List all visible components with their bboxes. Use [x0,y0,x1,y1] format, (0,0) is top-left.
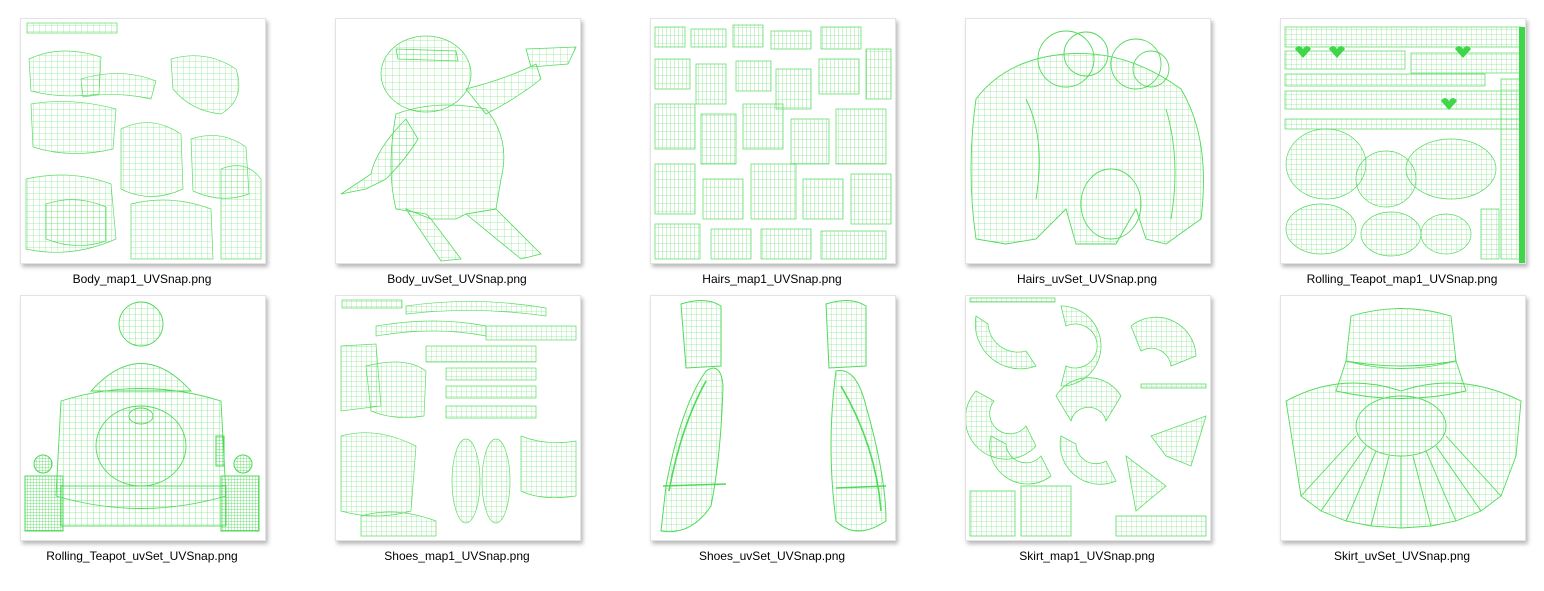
file-name-label[interactable]: Rolling_Teapot_map1_UVSnap.png [1306,272,1498,286]
file-item-skirt-map1[interactable]: Skirt_map1_UVSnap.png [965,295,1265,575]
file-item-hairs-map1[interactable]: Hairs_map1_UVSnap.png [650,18,950,298]
uv-wireframe-image [654,24,892,260]
file-item-shoes-map1[interactable]: Shoes_map1_UVSnap.png [335,295,635,575]
thumbnail-image[interactable] [965,295,1211,541]
thumbnail-image[interactable] [650,18,896,264]
file-item-teapot-map1[interactable]: Rolling_Teapot_map1_UVSnap.png [1280,18,1544,298]
uv-wireframe-image [660,300,887,533]
file-name-label[interactable]: Body_map1_UVSnap.png [72,272,212,286]
thumbnail-image[interactable] [1280,18,1526,264]
file-name-label[interactable]: Skirt_uvSet_UVSnap.png [1333,549,1471,563]
uv-wireframe-image [966,297,1207,537]
file-name-label[interactable]: Hairs_uvSet_UVSnap.png [1016,272,1158,286]
file-item-shoes-uvset[interactable]: Shoes_uvSet_UVSnap.png [650,295,950,575]
file-name-label[interactable]: Skirt_map1_UVSnap.png [1019,549,1155,563]
uv-wireframe-image [24,301,260,532]
thumbnail-image[interactable] [20,18,266,264]
file-name-label[interactable]: Shoes_map1_UVSnap.png [384,549,530,563]
uv-wireframe-image [25,22,262,260]
thumbnail-image[interactable] [335,18,581,264]
thumbnail-image[interactable] [965,18,1211,264]
uv-wireframe-image [340,299,577,537]
uv-wireframe-image [1285,308,1522,529]
file-name-label[interactable]: Body_uvSet_UVSnap.png [387,272,527,286]
file-item-teapot-uvset[interactable]: Rolling_Teapot_uvSet_UVSnap.png [20,295,320,575]
file-name-label[interactable]: Shoes_uvSet_UVSnap.png [698,549,846,563]
file-item-body-uvset[interactable]: Body_uvSet_UVSnap.png [335,18,635,298]
file-name-label[interactable]: Hairs_map1_UVSnap.png [702,272,842,286]
uv-wireframe-image [1284,26,1525,263]
uv-wireframe-image [970,30,1204,245]
file-item-hairs-uvset[interactable]: Hairs_uvSet_UVSnap.png [965,18,1265,298]
file-name-label[interactable]: Rolling_Teapot_uvSet_UVSnap.png [46,549,238,563]
thumbnail-image[interactable] [650,295,896,541]
thumbnail-image[interactable] [1280,295,1526,541]
file-item-skirt-uvset[interactable]: Skirt_uvSet_UVSnap.png [1280,295,1544,575]
uv-wireframe-image [340,35,577,262]
thumbnail-image[interactable] [335,295,581,541]
thumbnail-image[interactable] [20,295,266,541]
file-item-body-map1[interactable]: Body_map1_UVSnap.png [20,18,320,298]
